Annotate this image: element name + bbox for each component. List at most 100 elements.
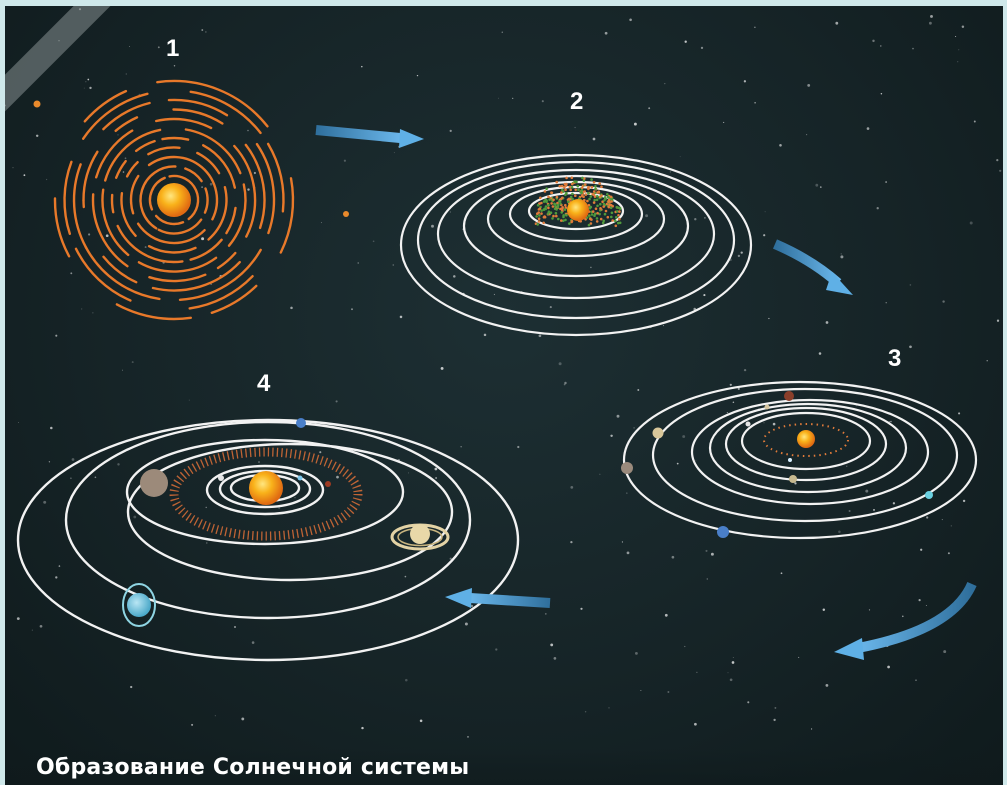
dust-particle [547,203,550,207]
star [419,719,423,723]
star [43,500,47,504]
dust-particle [560,184,564,188]
dust-particle [584,218,587,221]
dust-particle [556,206,560,209]
dust-particle [600,185,603,189]
dust-particle [592,201,596,204]
dust-particle [540,201,543,205]
star [604,31,608,35]
star [453,275,456,278]
orbit [205,464,325,516]
dust-particle [564,218,567,222]
star [768,317,770,320]
stage-number-4: 4 [257,370,271,397]
star [258,461,260,463]
arrow-head [834,638,864,660]
star [621,541,623,543]
nebula-ring-arc [255,142,276,235]
star [737,254,741,258]
dust-belt [763,423,849,457]
orbit [708,402,908,494]
star [926,516,929,519]
orbit [740,411,872,471]
star [764,211,766,213]
star [909,345,912,349]
dust-particle [563,185,566,189]
dust-particle [550,202,553,205]
dust-particle [544,198,548,202]
nebula-ring-arc [266,142,285,213]
star [664,613,668,617]
star [682,435,686,438]
star [87,78,90,81]
nebula-ring-arc [155,117,213,130]
dust-particle [547,195,550,199]
star [253,171,256,175]
star [729,383,732,386]
saturn [390,523,450,551]
planet [788,458,792,462]
sun-stage-4 [249,471,283,505]
star [969,221,973,225]
orbit [126,442,454,582]
star [872,39,875,43]
star [343,159,346,162]
star [694,218,697,221]
dust-particle [537,220,541,223]
star [55,334,58,337]
star [941,519,943,521]
nebula-ring-arc [167,98,229,117]
star [925,604,927,607]
star [779,144,782,147]
dust-particle [596,204,599,208]
nebula-ring-arc [147,155,219,221]
arrow-head [399,129,424,148]
nebula-ring-arc [110,193,115,214]
star [592,137,596,141]
dust-particle [587,192,590,195]
dust-particle [617,214,620,217]
dust-particle [595,198,599,202]
star [493,293,495,296]
dust-particle [565,213,568,217]
star [124,157,127,160]
star [117,134,119,136]
nebula-ring-arc [95,129,134,179]
dust-particle [610,200,613,203]
star [16,617,20,620]
frame-border-left [0,0,5,785]
star [449,129,452,133]
star [580,607,583,610]
dust-particle [553,203,557,206]
star [290,306,293,310]
star [434,467,438,471]
star [962,499,966,503]
orbit [399,153,753,337]
dust-particle [569,188,572,192]
nebula-ring-arc [233,144,256,189]
dust-particle [571,197,574,201]
stage-4-orbits [16,418,520,662]
star [866,127,870,130]
orbit [16,418,520,662]
star [31,629,33,631]
star [704,217,706,219]
caption-backdrop [0,748,1007,785]
planet [745,421,751,427]
dust-particle [602,205,605,208]
dust-particle [587,223,591,227]
dust-particle [597,191,601,194]
star [538,334,542,338]
star [70,477,72,480]
star [794,482,797,485]
star [206,542,208,544]
star [885,302,887,304]
star [94,476,97,479]
star [70,272,73,275]
star [740,251,743,254]
dust-particle [594,187,597,191]
stage-4-solar-system [16,418,520,662]
star [89,86,92,90]
star-field [3,8,1002,738]
